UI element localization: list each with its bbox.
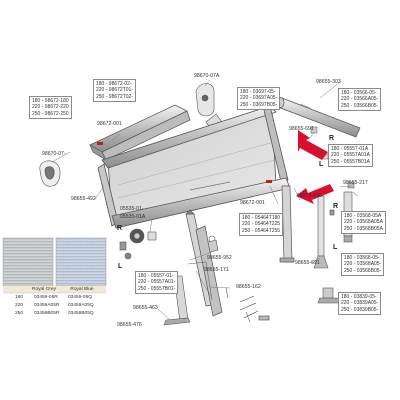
swatch-header-grey: Royal Grey bbox=[32, 287, 56, 292]
part-98672-001-top: 98672-001 bbox=[97, 121, 122, 127]
part-98655-492: 98655-492 bbox=[71, 196, 96, 202]
marker-l-2: L bbox=[333, 244, 338, 251]
swatch-row-blue: 03459B05Q bbox=[68, 311, 94, 316]
swatch-royal-grey bbox=[2, 237, 54, 287]
swatch-row-size: 220 bbox=[15, 303, 24, 308]
swatch-row-grey: 03459B05R bbox=[34, 311, 60, 316]
red-arrows bbox=[296, 130, 334, 204]
part-98655-162: 98655-162 bbox=[236, 284, 261, 290]
code-box-center-lower: 180 - 05557-01- 220 - 05557A01- 250 - 05… bbox=[135, 271, 179, 294]
part-05535-01A: 05535-01A bbox=[120, 214, 146, 220]
end-cap-left bbox=[39, 160, 61, 187]
part-98672-001-mid: 98672-001 bbox=[240, 200, 265, 206]
code-box-center-mid: 180 - 05464T180 220 - 05464T225 250 - 05… bbox=[239, 213, 284, 236]
code-box-right-top: 180 - 03566-05- 220 - 03566A05- 250 - 03… bbox=[338, 88, 382, 111]
top-cassette bbox=[89, 104, 191, 161]
marker-l-1: L bbox=[319, 161, 324, 168]
code-box-cassette-top-left: 180 - 98672-180 220 - 98672-220 250 - 98… bbox=[29, 96, 72, 119]
code-box-right-lower1: 180 - 03568-05A 220 - 03568A05A 250 - 03… bbox=[341, 211, 386, 234]
swatch-row-grey: 03459-05R bbox=[34, 295, 58, 300]
code-box-top-right: 180 - 03697-05- 220 - 03697A05- 250 - 03… bbox=[237, 87, 281, 110]
swatch-row-size: 180 bbox=[15, 295, 24, 300]
part-98670-07A: 98670-07A bbox=[194, 73, 220, 79]
marker-r-3: R bbox=[117, 225, 123, 232]
code-box-cassette-top-center: 180 - 98672-02- 220 - 98672T01- 250 - 98… bbox=[93, 79, 136, 102]
swatch-row-blue: 03459A05Q bbox=[68, 303, 94, 308]
part-98655-303: 98655-303 bbox=[316, 79, 341, 85]
swatch-header-blue: Royal Blue bbox=[70, 287, 94, 292]
code-box-right-mid: 180 - 05557-01A 220 - 05557A01A 250 - 05… bbox=[328, 144, 373, 167]
screws-set bbox=[225, 287, 270, 323]
swatch-row-size: 250 bbox=[15, 311, 24, 316]
marker-l-3: L bbox=[118, 263, 123, 270]
part-98655-952: 98655-952 bbox=[207, 255, 232, 261]
leader-lines bbox=[51, 79, 352, 321]
marker-r-1: R bbox=[329, 135, 335, 142]
swatch-royal-blue bbox=[55, 237, 107, 287]
part-98655-463: 98655-463 bbox=[133, 305, 158, 311]
part-98655-171: 98655-171 bbox=[204, 267, 229, 273]
code-box-bottom-right: 180 - 03839-05- 220 - 03839A05- 250 - 03… bbox=[338, 292, 382, 315]
part-05535-01: 05535-01- bbox=[120, 206, 144, 212]
code-box-right-lower2: 180 - 03568-05- 220 - 03568A05- 250 - 03… bbox=[341, 253, 385, 276]
part-98655-476: 98655-476 bbox=[117, 322, 142, 328]
marker-r-2: R bbox=[333, 203, 339, 210]
part-98655-691-bot: 98655-691 bbox=[295, 260, 320, 266]
arm-right bbox=[279, 185, 295, 263]
arm-front-left bbox=[185, 209, 223, 317]
swatch-images bbox=[2, 237, 107, 294]
part-98655-690: 98655-690 bbox=[297, 193, 322, 199]
part-98670-07: 98670-07- bbox=[42, 151, 66, 157]
swatch-row-grey: 03459A05R bbox=[34, 303, 60, 308]
part-98655-691-top: 98655-691 bbox=[289, 126, 314, 132]
swatch-row-blue: 03459-05Q bbox=[68, 295, 93, 300]
part-98655-217: 98655-217 bbox=[343, 180, 368, 186]
awning-main bbox=[97, 105, 291, 229]
